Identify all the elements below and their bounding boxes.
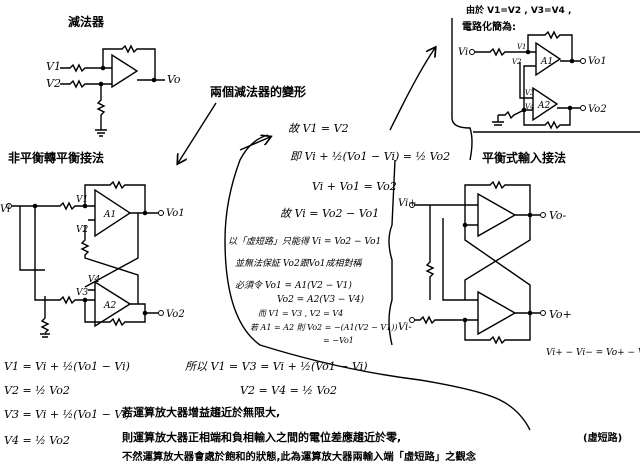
label-v1: V1 (46, 60, 61, 73)
paragraph: 若運算放大器增益趨近於無限大, 則運算放大器正相端和負相輸入之間的電位差應趨近於… (121, 405, 622, 463)
arrow-mid-icon (239, 137, 270, 151)
unbalanced-to-balanced-circuit: Vi A1 A2 V1 V2 V3 V4 Vo1 Vo2 (0, 180, 185, 338)
label-vo2: Vo2 (166, 309, 185, 320)
label-n4: V4 (88, 275, 100, 285)
arrow-right-icon (389, 48, 435, 131)
derivation-line: 而 V1 = V3 , V2 = V4 (258, 309, 343, 318)
equation: V2 = V4 = ½ Vo2 (240, 384, 337, 397)
derivation-line: Vo2 = A2(V3 − V4) (277, 294, 365, 305)
title-variants: 兩個減法器的變形 (210, 84, 306, 99)
boundary-line (451, 18, 640, 161)
label-vo1: Vo1 (588, 56, 607, 67)
virtual-short-note: (虛短路) (583, 431, 622, 444)
balanced-input-circuit: Vi+ Vi- Vo- Vo+ Vi+ − Vi− = Vo+ − Vo− (398, 180, 640, 358)
label-v4: V4 (525, 103, 535, 111)
derivation-line: 若 A1 = A2 則 Vo2 = −(A1(V2 − V1)) (250, 323, 397, 332)
equation: 所以 V1 = V3 = Vi + ½(Vo1 − Vi) (185, 360, 368, 373)
title-subtractor: 減法器 (68, 14, 105, 29)
balanced-relation: Vi+ − Vi− = Vo+ − Vo− (546, 348, 640, 358)
label-n3: V3 (76, 288, 88, 298)
equation: V4 = ½ Vo2 (4, 434, 70, 447)
derivation-line: 即 Vi + ½(Vo1 − Vi) = ½ Vo2 (290, 150, 450, 163)
equation: V3 = Vi + ½(Vo1 − Vi) (4, 408, 130, 421)
label-a1: A1 (540, 57, 553, 67)
label-n2: V2 (76, 225, 88, 235)
equation: V1 = Vi + ½(Vo1 − Vi) (4, 360, 130, 373)
opamp-a1 (94, 188, 132, 238)
label-vo: Vo (167, 73, 181, 86)
label-vo2: Vo2 (588, 104, 607, 115)
paragraph-line: 若運算放大器增益趨近於無限大, (122, 405, 280, 419)
label-a1: A1 (103, 210, 116, 220)
equations-left: V1 = Vi + ½(Vo1 − Vi) V2 = ½ Vo2 V3 = Vi… (4, 360, 130, 447)
simplified-circuit: 由於 V1=V2 , V3=V4 , 電路化簡為: Vi V1 V2 V3 V4… (458, 4, 607, 130)
derivation-line: 必須令 Vo1 = A1(V2 − V1) (235, 280, 352, 291)
equation: V2 = ½ Vo2 (4, 384, 70, 397)
paragraph-line: 不然運算放大器會處於飽和的狀態,此為運算放大器兩輸入端「虛短路」之觀念 (122, 450, 477, 463)
opamp-symbol (111, 53, 139, 89)
title-balanced-input: 平衡式輸入接法 (482, 150, 566, 165)
label-a2: A2 (103, 301, 116, 311)
label-vo-minus: Vo- (549, 209, 567, 222)
arrow-left-icon (178, 102, 217, 163)
derivation: 故 V1 = V2 即 Vi + ½(Vo1 − Vi) = ½ Vo2 Vi … (228, 122, 450, 345)
label-vi: Vi (458, 47, 468, 58)
curve-divider (224, 134, 531, 431)
derivation-line: 故 V1 = V2 (288, 122, 349, 135)
label-vi-plus: Vi+ (398, 198, 417, 209)
derivation-line: Vi + Vo1 = Vo2 (312, 180, 397, 193)
derivation-line: 以「虛短路」只能得 Vi = Vo2 − Vo1 (228, 236, 381, 247)
equations-mid: 所以 V1 = V3 = Vi + ½(Vo1 − Vi) V2 = V4 = … (185, 360, 368, 397)
label-v3: V3 (525, 89, 535, 97)
label-a2: A2 (537, 101, 550, 111)
derivation-line: 故 Vi = Vo2 − Vo1 (280, 207, 379, 220)
label-vi: Vi (0, 204, 10, 215)
derivation-line: = −Vo1 (323, 336, 354, 345)
note-line-1: 由於 V1=V2 , V3=V4 , (466, 4, 571, 16)
paragraph-line: 則運算放大器正相端和負相輸入之間的電位差應趨近於零, (121, 430, 401, 444)
opamp-a2 (94, 280, 132, 328)
subtractor-circuit: V1 V2 Vo (46, 44, 181, 137)
note-line-2: 電路化簡為: (462, 20, 516, 33)
label-vi-minus: Vi- (398, 322, 412, 333)
title-unbalanced-to-balanced: 非平衡轉平衡接法 (8, 150, 104, 165)
boundary-line-middle (388, 159, 396, 346)
label-v2: V2 (46, 77, 61, 90)
label-vo1: Vo1 (166, 208, 185, 219)
derivation-line: 並無法保証 Vo2跟Vo1成相對稱 (235, 258, 363, 269)
label-n1: V1 (76, 195, 88, 205)
label-vo-plus: Vo+ (549, 308, 572, 321)
label-v2: V2 (512, 58, 522, 66)
label-v1: V1 (517, 43, 527, 51)
